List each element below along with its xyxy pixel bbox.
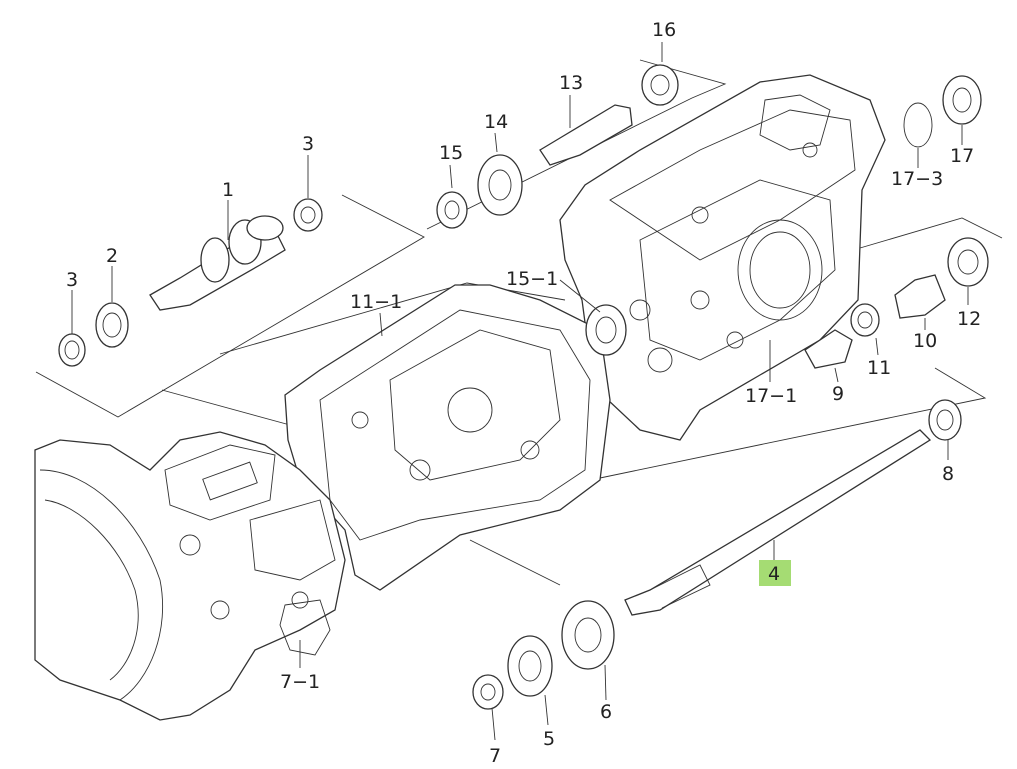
- label-15: 15: [439, 142, 463, 164]
- label-17: 17: [950, 145, 974, 167]
- upper-shaft-assembly: [436, 64, 679, 229]
- assembly-group-outlines: [35, 59, 1003, 586]
- label-10: 10: [913, 330, 937, 352]
- label-11-1: 11−1: [350, 291, 402, 313]
- front-clutch-housing: [34, 431, 346, 721]
- label-12: 12: [957, 308, 981, 330]
- label-7: 7: [489, 745, 501, 767]
- rear-transmission-case: [559, 74, 886, 441]
- label-3-upper: 3: [302, 133, 314, 155]
- leader-lines: [71, 42, 969, 741]
- label-3-lower: 3: [66, 269, 78, 291]
- part-number-labels: 16 13 14 15 3 1 2 3 17 17−3 15−1 11−1 12…: [66, 19, 981, 767]
- label-6: 6: [600, 701, 612, 723]
- label-11: 11: [867, 357, 891, 379]
- label-14: 14: [484, 111, 508, 133]
- highlight-box-part-4: [759, 560, 791, 586]
- label-17-3: 17−3: [891, 168, 943, 190]
- label-9: 9: [832, 383, 844, 405]
- label-4: 4: [768, 563, 780, 585]
- label-16: 16: [652, 19, 676, 41]
- label-7-1: 7−1: [280, 671, 320, 693]
- label-17-1: 17−1: [745, 385, 797, 407]
- label-1: 1: [222, 179, 234, 201]
- lower-gear-parts: [472, 600, 615, 710]
- label-15-1: 15−1: [506, 268, 558, 290]
- label-13: 13: [559, 72, 583, 94]
- label-2: 2: [106, 245, 118, 267]
- main-shaft: [624, 399, 962, 616]
- label-8: 8: [942, 463, 954, 485]
- right-side-parts: [585, 75, 989, 369]
- intermediate-case: [284, 284, 611, 591]
- countershaft-assembly: [58, 198, 323, 367]
- label-5: 5: [543, 728, 555, 750]
